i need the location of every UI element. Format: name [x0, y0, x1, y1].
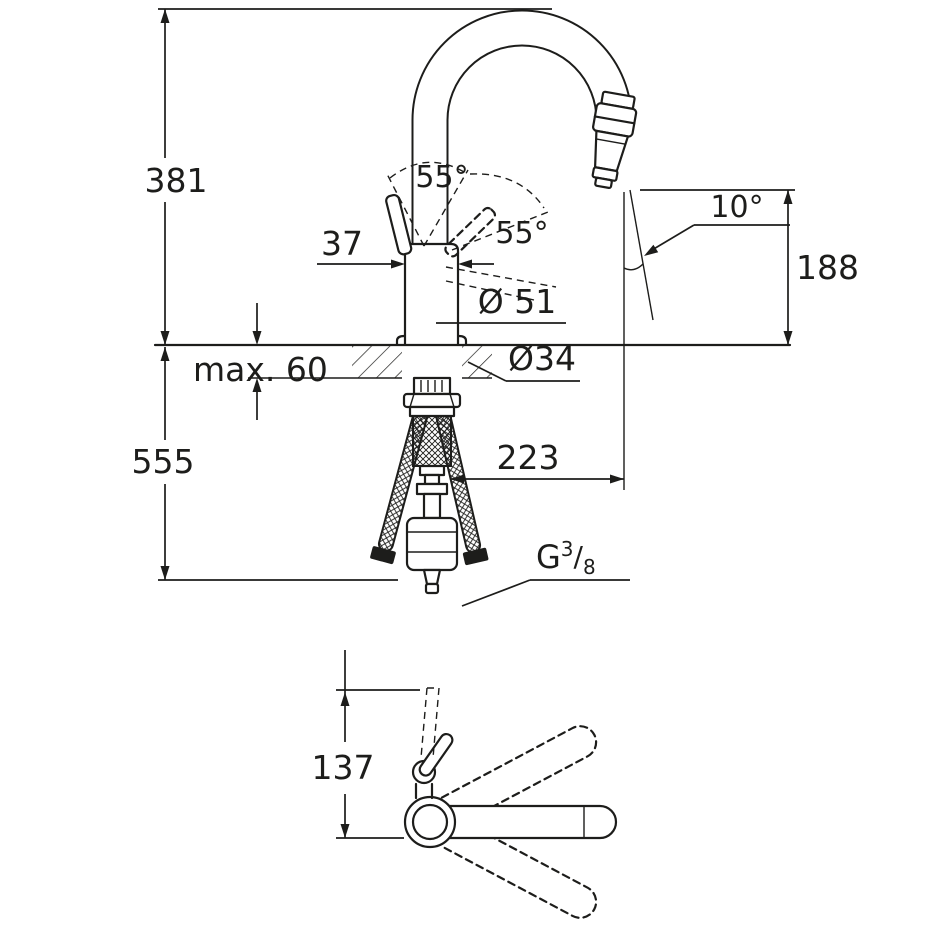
dim-label-lever-height: 137: [312, 748, 375, 787]
mounting-hardware: [402, 376, 462, 595]
dim-label-spray-angle: 10°: [710, 190, 763, 225]
plan-spout-arm: [430, 804, 618, 840]
dim-label-lever-angle-2: 55°: [495, 216, 548, 251]
spray-duct-dashes: [445, 266, 557, 301]
dim-body-width: 37: [317, 224, 494, 269]
thread-denominator: 8: [583, 555, 596, 579]
spray-axis-projection: [623, 189, 654, 490]
dim-outlet-height: 188: [640, 189, 859, 345]
dim-label-thread: G3/8: [536, 537, 596, 579]
dim-label-counter-thickness: max. 60: [193, 350, 328, 389]
dim-spout-reach: 223: [450, 438, 624, 484]
dim-thread: G3/8: [461, 537, 630, 607]
dim-label-body-width: 37: [321, 224, 363, 263]
swivel-arm-up: [440, 725, 598, 827]
dim-label-hole-diameter: Ø34: [508, 339, 576, 378]
dim-spout-height: 381: [145, 8, 552, 345]
dim-hole-diameter: Ø34: [467, 339, 580, 382]
swivel-arm-down: [440, 817, 598, 919]
countertop-section: [153, 343, 792, 379]
dim-label-spout-diameter: Ø 51: [478, 282, 556, 321]
spout-tube: [411, 9, 633, 246]
handle-lever: [385, 161, 549, 258]
faucet-body: [395, 242, 468, 345]
counter-hatch-left: [352, 345, 402, 378]
dim-spout-diameter: Ø 51: [436, 282, 566, 324]
dim-label-spout-reach: 223: [497, 438, 560, 477]
dim-spray-angle: 10°: [644, 190, 790, 256]
spray-head: [591, 90, 638, 190]
hose-fitting-right: [462, 547, 489, 566]
dim-label-spout-height: 381: [145, 161, 208, 200]
dim-label-below-counter: 555: [132, 442, 195, 481]
plan-view: [403, 687, 618, 919]
dim-below-counter: 555: [132, 347, 398, 581]
dim-lever-height: 137: [312, 650, 420, 839]
thread-prefix: G: [536, 538, 561, 576]
dim-label-lever-angle-1: 55°: [415, 160, 468, 195]
counter-hatch-right: [462, 345, 492, 378]
dim-label-outlet-height: 188: [796, 248, 859, 287]
plan-lever-up-dashed: [420, 687, 440, 759]
dim-counter-thickness: max. 60: [193, 303, 328, 420]
plan-base-inner: [411, 803, 449, 841]
thread-numerator: 3: [561, 537, 574, 561]
thread-slash: /: [574, 540, 584, 573]
dim-lever-angles: 55° 55°: [415, 160, 548, 251]
hose-fitting-left: [370, 546, 396, 565]
plan-lever: [418, 732, 454, 777]
